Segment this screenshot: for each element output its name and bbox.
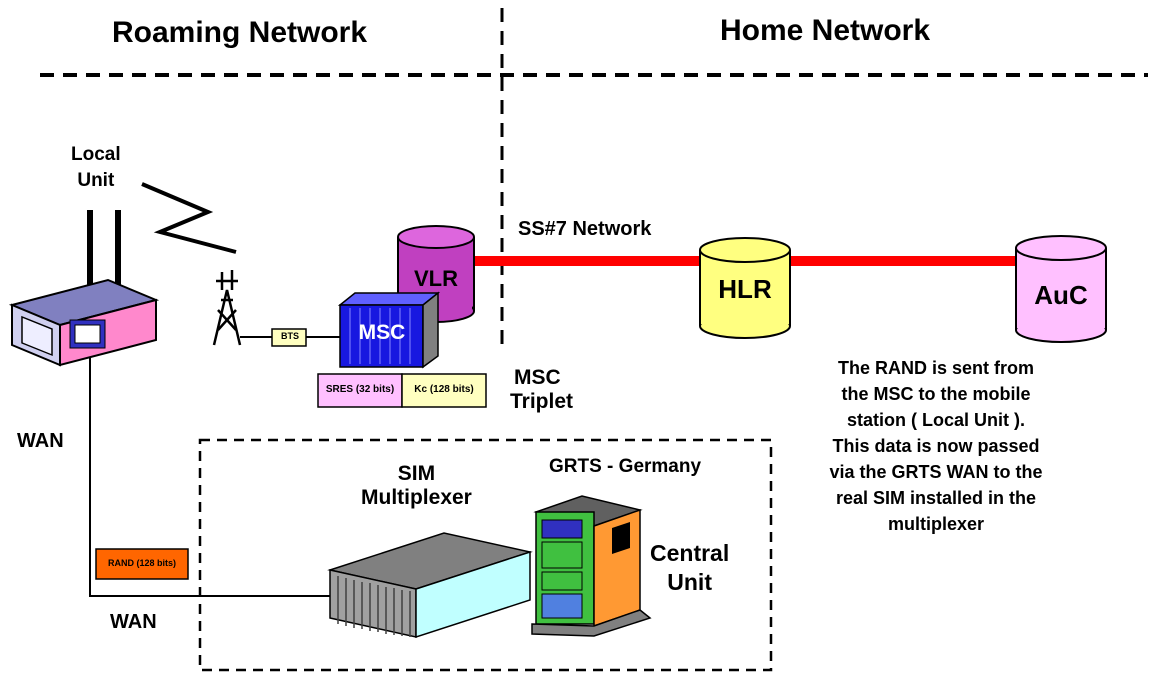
sres-box bbox=[317, 373, 403, 408]
home-network-title: Home Network bbox=[720, 14, 931, 47]
local-unit-label: Local Unit bbox=[71, 142, 121, 194]
bts-label: BTS bbox=[281, 331, 299, 341]
local-unit-line1: Local bbox=[71, 144, 121, 165]
central-unit-line1: Central bbox=[650, 540, 730, 566]
radio-link-icon bbox=[141, 182, 237, 254]
note-line: station ( Local Unit ). bbox=[847, 410, 1025, 430]
roaming-network-title: Roaming Network bbox=[112, 16, 368, 49]
sim-multiplexer-label: SIM Multiplexer bbox=[361, 462, 472, 510]
note-line: This data is now passed bbox=[832, 436, 1040, 456]
grts-title: GRTS - Germany bbox=[549, 456, 702, 477]
wan-label-lower: WAN bbox=[110, 611, 157, 633]
ss7-network-label: SS#7 Network bbox=[518, 218, 652, 240]
rand-explanation-note: The RAND is sent from the MSC to the mob… bbox=[786, 355, 1086, 537]
auc-cylinder bbox=[1015, 235, 1107, 343]
local-unit-line2: Unit bbox=[77, 170, 115, 191]
triplet-caption-line1: MSC bbox=[514, 366, 561, 389]
sim-mux-line2: Multiplexer bbox=[361, 486, 472, 509]
grts-boundary bbox=[198, 438, 773, 672]
note-line: real SIM installed in the bbox=[835, 488, 1037, 508]
local-unit-device bbox=[8, 210, 160, 367]
wan-label-upper: WAN bbox=[17, 430, 64, 452]
sim-multiplexer-device bbox=[327, 532, 533, 639]
hlr-cylinder bbox=[699, 237, 791, 339]
auc-label: AuC bbox=[1034, 280, 1088, 310]
wan-line bbox=[89, 335, 340, 597]
sres-label: SRES (32 bits) bbox=[325, 384, 395, 395]
bts-box bbox=[271, 328, 307, 347]
kc-box bbox=[401, 373, 487, 408]
msc-label: MSC bbox=[358, 321, 406, 344]
cell-tower-icon bbox=[212, 270, 242, 346]
note-line: multiplexer bbox=[887, 514, 985, 534]
central-unit-cabinet bbox=[531, 495, 652, 637]
central-unit-label: Central Unit bbox=[650, 539, 729, 597]
hlr-label: HLR bbox=[718, 274, 772, 304]
vlr-label: VLR bbox=[414, 266, 458, 291]
note-line: the MSC to the mobile bbox=[841, 384, 1031, 404]
triplet-caption-line2: Triplet bbox=[510, 390, 574, 413]
note-line: The RAND is sent from bbox=[837, 358, 1035, 378]
msc-switch bbox=[337, 291, 441, 369]
rand-label: RAND (128 bits) bbox=[107, 558, 176, 568]
rand-box bbox=[95, 548, 189, 580]
kc-label: Kc (128 bits) bbox=[414, 384, 474, 395]
sim-mux-line1: SIM bbox=[397, 462, 436, 485]
msc-triplet-caption: MSC Triplet bbox=[510, 366, 573, 414]
central-unit-line2: Unit bbox=[667, 569, 712, 595]
note-line: via the GRTS WAN to the bbox=[829, 462, 1043, 482]
